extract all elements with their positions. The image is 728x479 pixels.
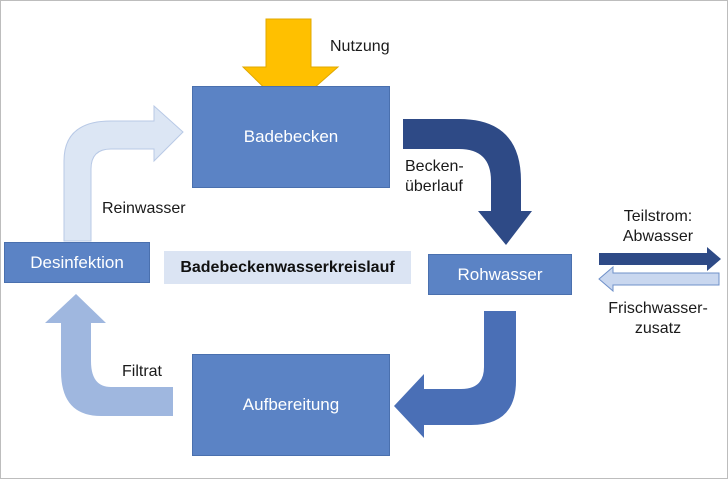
beckenueberlauf-arrow [403, 119, 532, 245]
reinwasser-label: Reinwasser [102, 200, 186, 217]
beckenueberlauf-label: Becken- überlauf [405, 157, 464, 197]
reinwasser-arrow [63, 104, 184, 242]
teilstrom-line2: Abwasser [622, 228, 694, 245]
frischwasser-arrow [598, 265, 720, 293]
filtrat-arrow [45, 294, 173, 416]
rohwasser-aufbereitung-arrow [394, 311, 516, 438]
frischwasser-label: Frischwasser- zusatz [595, 299, 721, 339]
badebecken-label: Badebecken [243, 127, 339, 146]
beckenueberlauf-line1: Becken- [405, 158, 464, 175]
teilstrom-label: Teilstrom: Abwasser [595, 207, 721, 247]
rohwasser-box: Rohwasser [428, 254, 572, 295]
teilstrom-line1: Teilstrom: [623, 208, 693, 225]
filtrat-label: Filtrat [122, 363, 162, 380]
rohwasser-label: Rohwasser [457, 264, 543, 284]
frischwasser-line1: Frischwasser- [608, 300, 708, 317]
desinfektion-label: Desinfektion [30, 252, 124, 272]
badebecken-box: Badebecken [192, 86, 390, 188]
frischwasser-line2: zusatz [634, 320, 682, 337]
diagram-title: Badebeckenwasserkreislauf [164, 251, 411, 284]
nutzung-label: Nutzung [330, 38, 390, 55]
beckenueberlauf-line2: überlauf [405, 178, 463, 195]
aufbereitung-box: Aufbereitung [192, 354, 390, 456]
desinfektion-box: Desinfektion [4, 242, 150, 283]
abwasser-arrow [599, 247, 721, 271]
aufbereitung-label: Aufbereitung [242, 395, 340, 414]
